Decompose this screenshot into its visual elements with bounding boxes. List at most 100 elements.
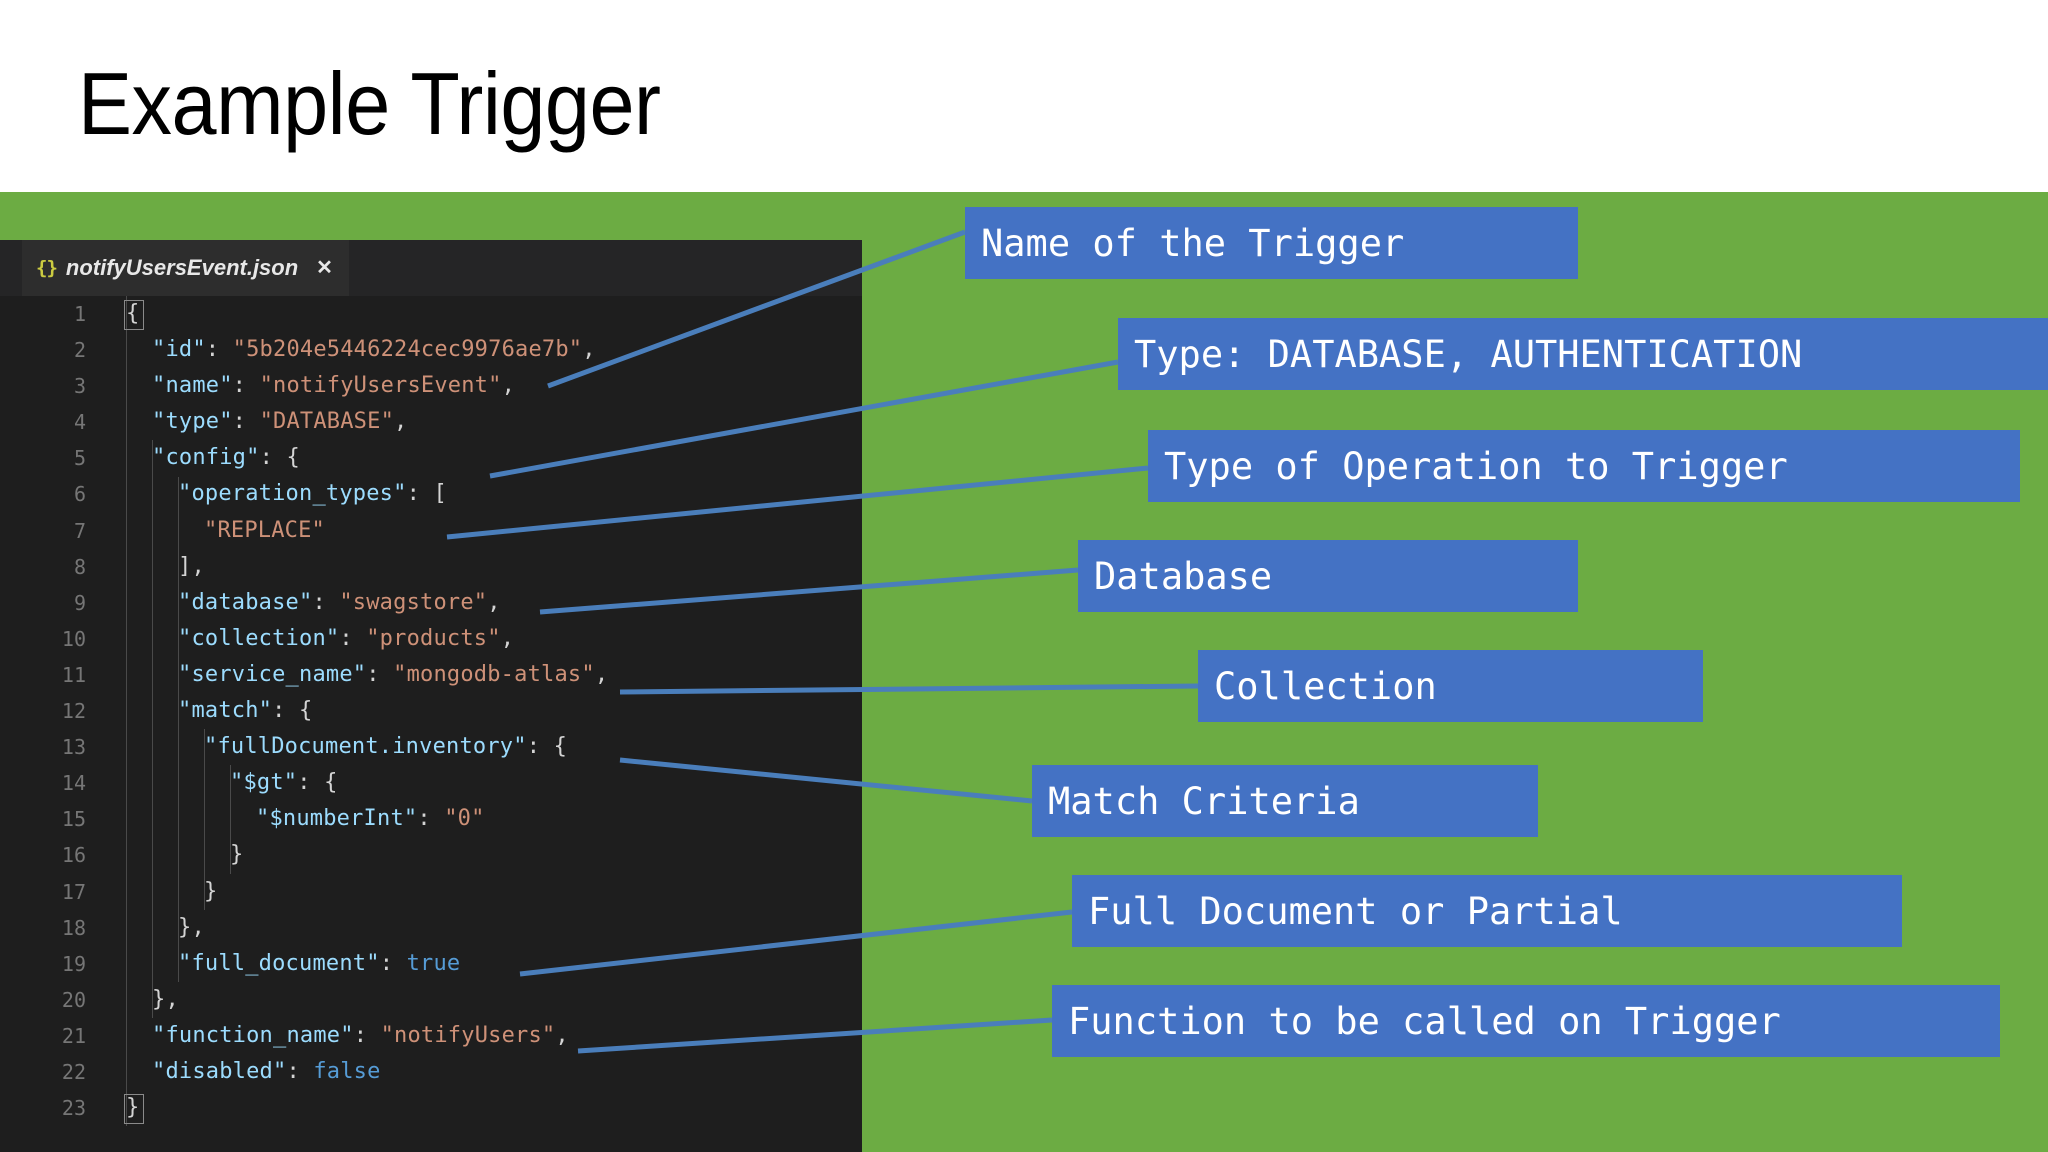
code-line-text: "type": "DATABASE", xyxy=(152,404,407,440)
code-token: "swagstore" xyxy=(339,589,488,615)
code-line[interactable]: 6 "operation_types": [ xyxy=(0,476,862,512)
editor-tab-notifyusersevent-json[interactable]: {} notifyUsersEvent.json ✕ xyxy=(22,240,349,296)
code-line[interactable]: 5 "config": { xyxy=(0,440,862,476)
line-number: 18 xyxy=(61,915,86,940)
code-line[interactable]: 21"function_name": "notifyUsers", xyxy=(0,1018,862,1054)
code-line[interactable]: 2 "id": "5b204e5446224cec9976ae7b", xyxy=(0,332,862,368)
code-line[interactable]: 23} xyxy=(0,1090,862,1126)
code-token: "type" xyxy=(152,409,233,435)
code-token: ], xyxy=(178,553,205,579)
code-token: "0" xyxy=(444,806,485,832)
line-number: 16 xyxy=(61,843,86,868)
close-icon[interactable]: ✕ xyxy=(316,257,333,279)
code-token: : xyxy=(232,409,260,435)
code-line[interactable]: 22"disabled": false xyxy=(0,1054,862,1090)
code-line[interactable]: 18}, xyxy=(0,910,862,946)
line-number: 3 xyxy=(73,374,86,399)
code-line[interactable]: 16} xyxy=(0,837,862,873)
code-line[interactable]: 3 "name": "notifyUsersEvent", xyxy=(0,368,862,404)
line-number: 11 xyxy=(61,662,86,687)
code-line[interactable]: 4"type": "DATABASE", xyxy=(0,404,862,440)
callout-function-to-be-called-on-trigger: Function to be called on Trigger xyxy=(1052,985,2000,1057)
code-line-text: ], xyxy=(178,549,205,585)
code-token: , xyxy=(394,409,408,435)
code-line-text: } xyxy=(204,874,217,910)
code-content[interactable]: 1{2"id": "5b204e5446224cec9976ae7b",3"na… xyxy=(0,296,862,1152)
connector-line-function-to-be-called-on-trigger xyxy=(577,1017,1053,1054)
indent-guide xyxy=(178,476,179,982)
code-token: , xyxy=(500,625,515,651)
code-line-text: }, xyxy=(178,910,205,946)
code-token: "database" xyxy=(178,589,313,615)
callout-database: Database xyxy=(1078,540,1578,612)
code-line[interactable]: 7"REPLACE" xyxy=(0,513,862,549)
code-line[interactable]: 12 "match": { xyxy=(0,693,862,729)
code-token: "match" xyxy=(178,698,273,724)
code-line-text: } xyxy=(230,837,243,873)
code-line[interactable]: 20}, xyxy=(0,982,862,1018)
callout-collection: Collection xyxy=(1198,650,1703,722)
callout-match-criteria: Match Criteria xyxy=(1032,765,1538,837)
connector-line-type-of-operation-to-trigger xyxy=(446,465,1149,540)
callout-type-database-authentication: Type: DATABASE, AUTHENTICATION xyxy=(1118,318,2048,390)
code-line[interactable]: 13"fullDocument.inventory": { xyxy=(0,729,862,765)
code-token: "notifyUsersEvent" xyxy=(259,373,502,399)
code-token: } xyxy=(230,842,244,868)
code-token: : { xyxy=(272,698,313,724)
code-line[interactable]: 15"$numberInt": "0" xyxy=(0,801,862,837)
code-line[interactable]: 11"service_name": "mongodb-atlas", xyxy=(0,657,862,693)
line-number: 8 xyxy=(73,554,86,579)
indent-guide xyxy=(152,440,153,1018)
code-token: } xyxy=(204,878,218,904)
line-number: 14 xyxy=(61,771,86,796)
line-number: 23 xyxy=(61,1096,86,1121)
code-token: "operation_types" xyxy=(178,481,407,507)
line-number: 10 xyxy=(61,626,86,651)
code-line[interactable]: 9"database": "swagstore", xyxy=(0,585,862,621)
code-token: , xyxy=(501,373,516,399)
json-braces-icon: {} xyxy=(36,257,58,279)
code-token: "name" xyxy=(152,373,233,399)
code-line[interactable]: 19"full_document": true xyxy=(0,946,862,982)
code-token: : xyxy=(379,950,407,976)
code-line-text: "config": { xyxy=(152,440,300,476)
code-line[interactable]: 14"$gt": { xyxy=(0,765,862,801)
callout-type-of-operation-to-trigger: Type of Operation to Trigger xyxy=(1148,430,2020,502)
line-number: 1 xyxy=(73,302,86,326)
code-line-text: "collection": "products", xyxy=(178,621,514,657)
code-editor-panel: {} notifyUsersEvent.json ✕ 1{2"id": "5b2… xyxy=(0,240,862,1152)
code-line[interactable]: 10 "collection": "products", xyxy=(0,621,862,657)
line-number: 7 xyxy=(73,518,86,543)
line-number: 2 xyxy=(73,338,86,363)
code-token: "DATABASE" xyxy=(259,409,395,435)
callout-label: Function to be called on Trigger xyxy=(1068,999,1781,1043)
code-line[interactable]: 1{ xyxy=(0,296,862,332)
line-number: 6 xyxy=(73,482,86,507)
code-token: "notifyUsers" xyxy=(380,1022,556,1048)
connector-line-full-document-or-partial xyxy=(519,909,1073,977)
code-token: : { xyxy=(297,770,338,796)
code-line[interactable]: 8], xyxy=(0,549,862,585)
code-line-text: { xyxy=(126,296,139,332)
connector-line-match-criteria xyxy=(619,757,1033,804)
code-line-text: }, xyxy=(152,982,179,1018)
code-token: "fullDocument.inventory" xyxy=(204,734,527,760)
code-token: : xyxy=(205,337,233,363)
line-number: 5 xyxy=(73,446,86,471)
code-token: : xyxy=(232,373,260,399)
line-number: 12 xyxy=(61,699,86,724)
code-line-text: "database": "swagstore", xyxy=(178,585,501,621)
code-token: , xyxy=(582,337,596,363)
code-token: }, xyxy=(178,914,205,940)
code-line[interactable]: 17} xyxy=(0,874,862,910)
code-line-text: "name": "notifyUsersEvent", xyxy=(152,368,515,404)
line-number: 22 xyxy=(61,1059,86,1084)
connector-line-collection xyxy=(619,683,1199,695)
code-token: "id" xyxy=(152,337,206,363)
code-token: "5b204e5446224cec9976ae7b" xyxy=(232,337,583,363)
editor-tab-bar: {} notifyUsersEvent.json ✕ xyxy=(0,240,862,296)
callout-label: Collection xyxy=(1214,664,1437,708)
code-token: "mongodb-atlas" xyxy=(393,661,595,687)
code-token: : [ xyxy=(406,481,447,507)
code-token: : xyxy=(286,1058,314,1084)
